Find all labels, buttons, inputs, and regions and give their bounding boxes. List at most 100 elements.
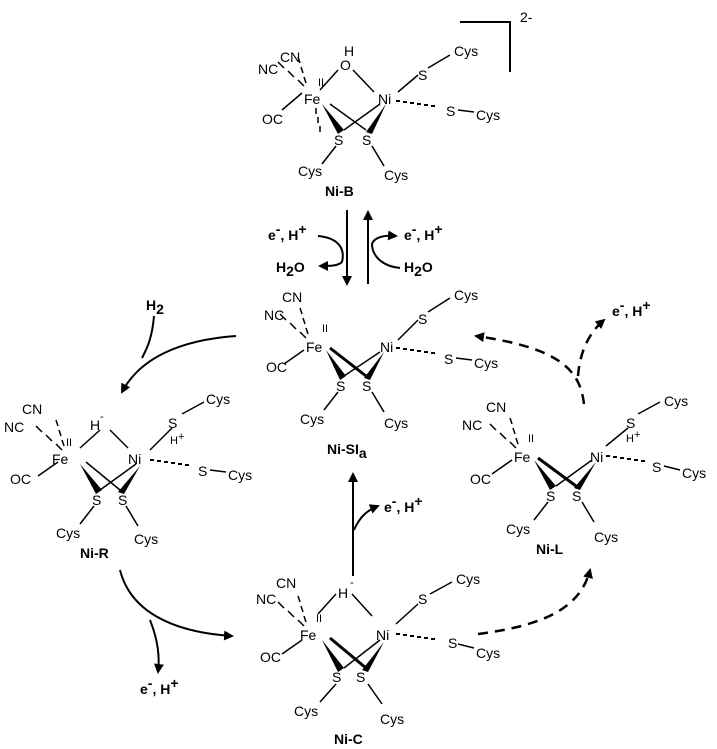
ni-sia-s1: S [336,378,345,394]
ni-r-ni: Ni [128,451,141,467]
ni-l-s3: S [626,415,635,431]
ni-c-cys3: Cys [294,703,318,719]
ni-r-oc: OC [10,471,31,487]
ni-b-ni: Ni [378,91,391,107]
ni-l-cys1: Cys [664,393,688,409]
reagent-e-h-topright: e-, H+ [612,297,651,319]
ni-c-s4: S [448,635,457,651]
ni-sia-cn: CN [282,289,302,305]
reagent-h2o-left: H2O [276,259,305,279]
ni-r-s3-h: H+ [170,431,184,447]
reagent-h2o-right: H2O [404,259,433,279]
ni-sia-nc: NC [264,307,284,323]
ni-c-s2: S [356,669,365,685]
ni-c-s1: S [332,669,341,685]
ni-l-fe-oxidation: II [528,433,534,445]
ni-sia-s2: S [362,378,371,394]
ni-c-cn: CN [276,575,296,591]
ni-b-fe-oxidation: II [318,77,324,89]
ni-c-nc: NC [256,591,276,607]
ni-r-fe-oxidation: II [66,437,72,449]
ni-c-structure: Fe II H - Ni S S S S Cys Cys Cys Cys CN … [256,571,500,747]
ni-b-nc: NC [258,61,278,77]
ni-c-cys1: Cys [456,571,480,587]
ni-l-cys3: Cys [506,521,530,537]
ni-r-structure: Fe II H - Ni S S S H+ S Cys Cys Cys Cys … [4,391,252,561]
reagent-e-h-right: e-, H+ [404,221,443,243]
ni-b-cys1: Cys [454,43,478,59]
ni-r-nc: NC [4,419,24,435]
ni-sia-fe: Fe [306,339,323,355]
ni-b-fe: Fe [304,91,321,107]
ni-r-cys1: Cys [206,391,230,407]
ni-sia-cys2: Cys [474,355,498,371]
ni-c-hydride: H [338,585,348,601]
ni-r-s3: S [168,415,177,431]
ni-b-oxygen-h: H [344,43,354,59]
ni-sia-s3: S [418,311,427,327]
ni-b-oxygen: O [340,57,351,73]
ni-l-s1: S [546,488,555,504]
ni-sia-oc: OC [266,359,287,375]
ni-l-fe: Fe [514,449,531,465]
ni-l-cys4: Cys [594,529,618,545]
charge-label: 2- [520,9,533,25]
ni-c-cys4: Cys [380,711,404,727]
ni-c-ni: Ni [376,627,389,643]
ni-b-s4: S [446,103,455,119]
ni-c-label: Ni-C [334,731,363,747]
ni-b-cys2: Cys [476,107,500,123]
ni-c-oc: OC [260,649,281,665]
ni-c-fe: Fe [300,627,317,643]
ni-r-fe: Fe [52,451,69,467]
ni-c-fe-oxidation: II [316,613,322,625]
ni-sia-s4: S [444,351,453,367]
ni-l-s2: S [572,488,581,504]
ni-r-cys2: Cys [228,467,252,483]
ni-l-structure: Fe II Ni S S S H+ S Cys Cys Cys Cys CN N… [462,393,706,557]
ni-c-s3: S [418,591,427,607]
ni-b-s1: S [334,132,343,148]
ni-l-oc: OC [470,471,491,487]
ni-l-label: Ni-L [536,541,564,557]
ni-l-s4: S [652,459,661,475]
ni-r-hydride-charge: - [100,411,104,423]
ni-r-label: Ni-R [80,545,109,561]
charge-bracket: 2- [460,9,533,72]
ni-r-cys3: Cys [56,525,80,541]
reagent-e-h-bottom: e-, H+ [140,675,179,697]
ni-b-cn: CN [280,49,300,65]
reagent-e-h-left: e-, H+ [268,221,307,243]
ni-l-s3-h: H+ [626,429,640,445]
nib-nisi-equilibrium: e-, H+ H2O e-, H+ H2O [268,210,443,286]
ni-sia-cys3: Cys [300,411,324,427]
ni-c-hydride-charge: - [350,577,354,589]
ni-b-oc: OC [262,111,283,127]
ni-b-label: Ni-B [325,183,354,199]
ni-l-ni: Ni [590,449,603,465]
ni-sia-ni: Ni [380,339,393,355]
ni-r-s2: S [118,492,127,508]
ni-r-s4: S [198,463,207,479]
ni-sia-label: Ni-SIa [327,441,367,461]
ni-l-cys2: Cys [682,465,706,481]
ni-r-cys4: Cys [134,531,158,547]
ni-r-s1: S [92,492,101,508]
cycle-arrows: H2 e-, H+ e-, H+ e-, H+ [119,297,651,697]
ni-c-cys2: Cys [476,645,500,661]
ni-b-cys4: Cys [384,167,408,183]
ni-l-cn: CN [486,399,506,415]
reagent-e-h-middle: e-, H+ [384,493,423,515]
ni-b-s2: S [362,132,371,148]
ni-l-nc: NC [462,417,482,433]
ni-sia-structure: Fe II Ni S S S S Cys Cys Cys Cys CN NC O… [264,287,498,461]
ni-sia-cys1: Cys [454,287,478,303]
ni-sia-cys4: Cys [384,415,408,431]
ni-sia-fe-oxidation: II [322,323,328,335]
reagent-h2: H2 [146,297,164,317]
ni-b-structure: Fe II O H Ni S S S S Cys Cys Cys Cys CN … [258,43,500,199]
ni-r-hydride: H [90,417,100,433]
ni-b-cys3: Cys [298,163,322,179]
ni-r-cn: CN [22,401,42,417]
